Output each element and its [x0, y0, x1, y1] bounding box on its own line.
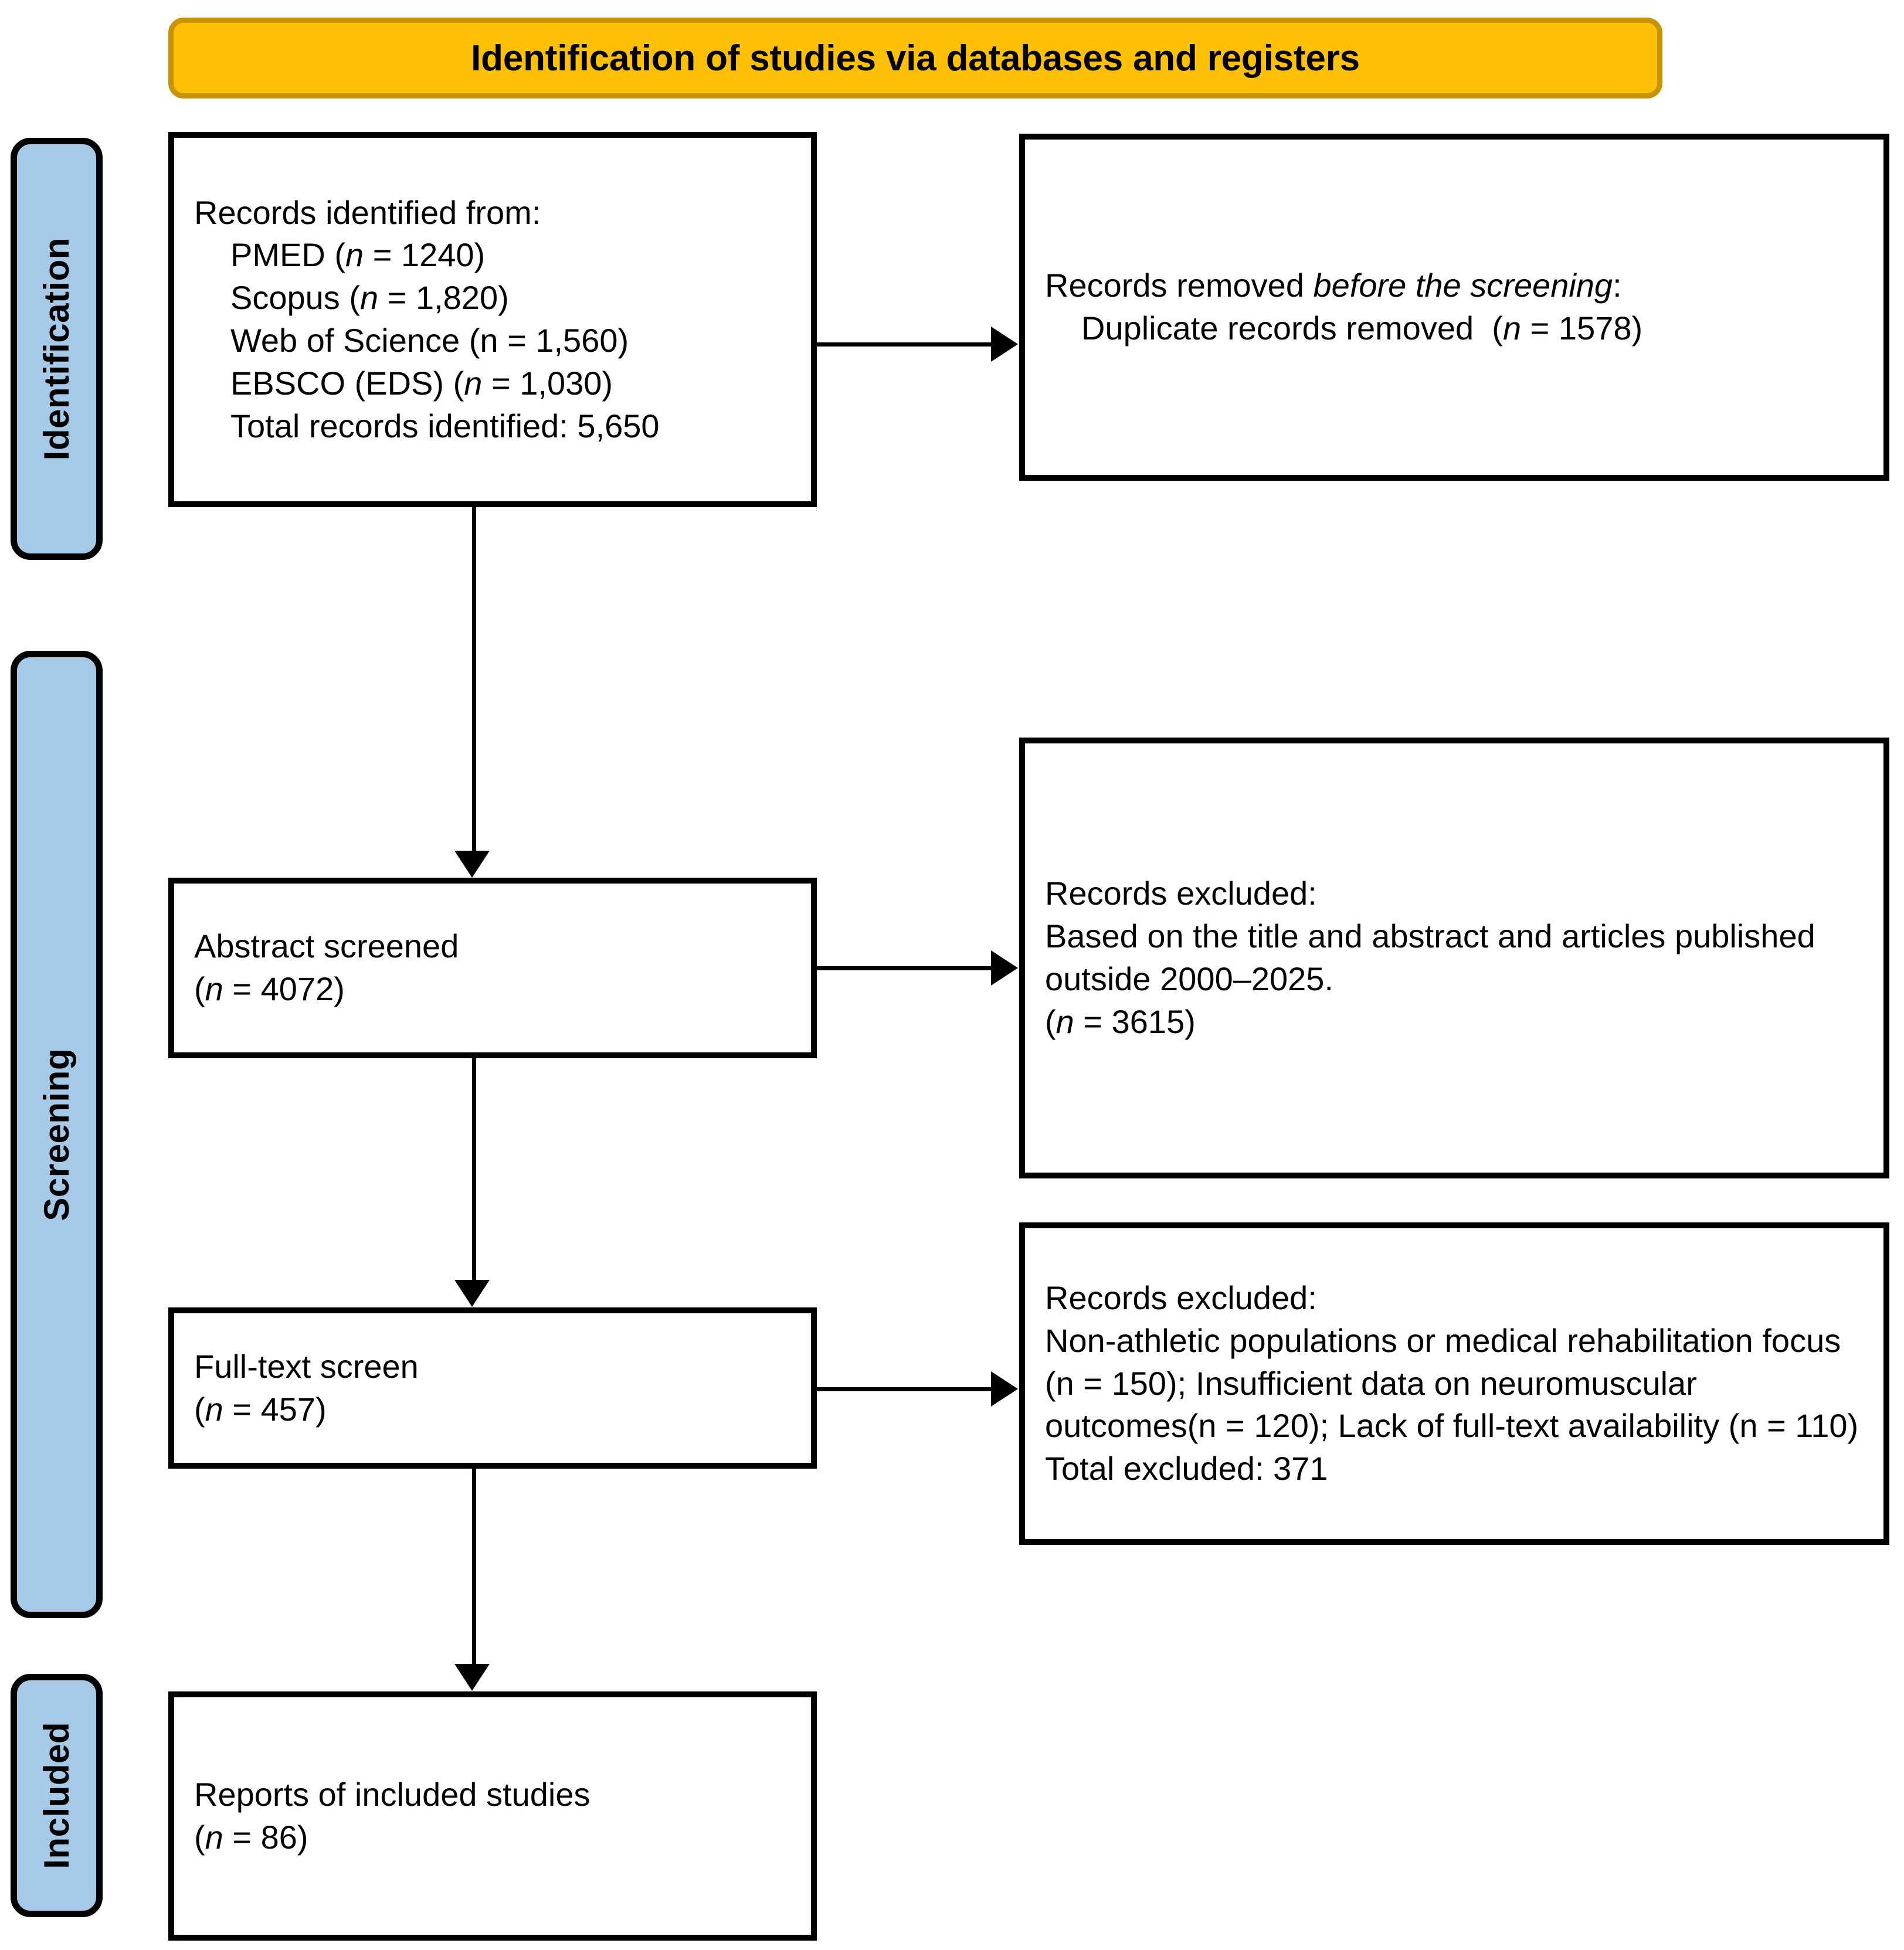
arrow-right-icon-fulltext-to-excluded [991, 1371, 1018, 1407]
source-web-of-science: Web of Science (n = 1,560) [230, 322, 629, 359]
abstract-screened-count: (n = 4072) [194, 970, 345, 1007]
connector-fulltext-to-included-line [472, 1469, 476, 1665]
fulltext-screen-label: Full-text screen [194, 1347, 419, 1385]
stage-bar-screening: Screening [11, 651, 103, 1618]
node-abstract-screened: Abstract screened (n = 4072) [168, 878, 817, 1058]
reports-included-count: (n = 86) [194, 1818, 308, 1856]
records-identified-heading: Records identified from: [194, 193, 541, 231]
fulltext-screen-count: (n = 457) [194, 1390, 327, 1428]
excluded-abstract-reason: Based on the title and abstract and arti… [1045, 918, 1815, 997]
stage-bar-identification: Identification [11, 138, 103, 560]
excluded-abstract-count: (n = 3615) [1045, 1003, 1196, 1040]
total-records-identified: Total records identified: 5,650 [230, 407, 660, 444]
node-records-excluded-fulltext: Records excluded: Non-athletic populatio… [1019, 1222, 1889, 1545]
arrow-down-icon-identified-to-abstract [454, 851, 490, 878]
node-records-excluded-abstract: Records excluded: Based on the title and… [1019, 738, 1889, 1178]
duplicate-records-removed: Duplicate records removed (n = 1578) [1081, 310, 1643, 346]
connector-abstract-to-fulltext-line [472, 1058, 476, 1281]
stage-label-screening: Screening [37, 1048, 76, 1221]
reports-included-label: Reports of included studies [194, 1775, 590, 1813]
connector-identified-to-abstract-line [472, 507, 476, 852]
stage-label-identification: Identification [37, 237, 76, 461]
arrow-down-icon-abstract-to-fulltext [454, 1280, 490, 1307]
excluded-fulltext-total: Total excluded: 371 [1045, 1450, 1328, 1487]
arrow-down-icon-fulltext-to-included [454, 1664, 490, 1691]
node-records-removed: Records removed before the screening: Du… [1019, 134, 1889, 481]
excluded-fulltext-reasons: Non-athletic populations or medical reha… [1045, 1321, 1859, 1445]
connector-identified-to-removed-line [817, 342, 993, 346]
stage-label-included: Included [37, 1722, 76, 1869]
source-scopus: Scopus (n = 1,820) [230, 279, 509, 317]
diagram-title: Identification of studies via databases … [471, 38, 1360, 79]
node-fulltext-screen: Full-text screen (n = 457) [168, 1307, 817, 1469]
stage-bar-included: Included [11, 1674, 103, 1917]
connector-fulltext-to-excluded-line [817, 1387, 993, 1391]
abstract-screened-label: Abstract screened [194, 928, 459, 965]
connector-abstract-to-excluded-line [817, 966, 993, 970]
arrow-right-icon-abstract-to-excluded [991, 950, 1018, 986]
node-reports-included: Reports of included studies (n = 86) [168, 1691, 817, 1941]
source-pmed: PMED (n = 1240) [230, 236, 486, 274]
node-records-identified: Records identified from: PMED (n = 1240)… [168, 132, 817, 507]
arrow-right-icon-identified-to-removed [991, 327, 1018, 362]
diagram-title-banner: Identification of studies via databases … [168, 18, 1662, 98]
excluded-abstract-heading: Records excluded: [1045, 875, 1317, 912]
excluded-fulltext-heading: Records excluded: [1045, 1279, 1317, 1316]
source-ebsco: EBSCO (EDS) (n = 1,030) [230, 364, 613, 402]
records-removed-heading: Records removed before the screening: [1045, 267, 1622, 304]
